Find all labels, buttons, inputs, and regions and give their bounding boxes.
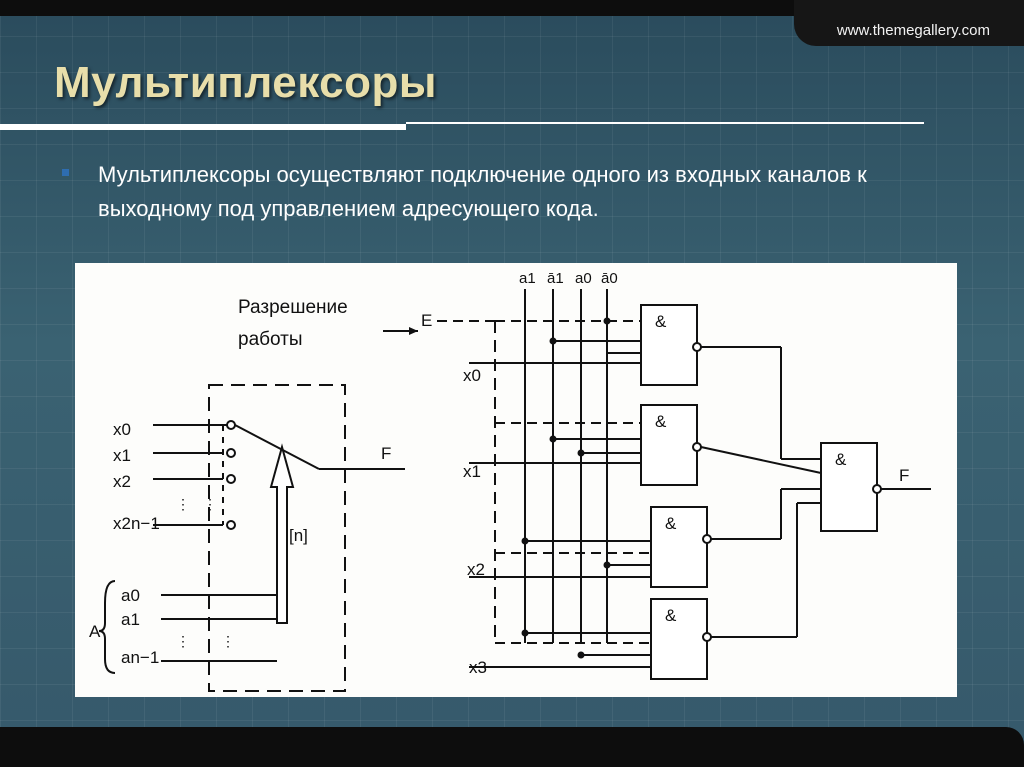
gate-3-symbol: & — [665, 514, 677, 533]
multiplexer-figure: Разрешение работы x0 x1 x2 x2n−1 ⋮ ⋮ — [75, 263, 957, 697]
address-dots-a: ⋮ — [176, 633, 190, 649]
address-an-1: an−1 — [121, 648, 159, 667]
gate-1-symbol: & — [655, 312, 667, 331]
enable-label-line2: работы — [238, 329, 303, 350]
left-dots-a: ⋮ — [176, 496, 190, 512]
gate-2-symbol: & — [655, 412, 667, 431]
right-input-x0: x0 — [463, 366, 481, 385]
bullet-text: Мультиплексоры осуществляют подключение … — [98, 162, 867, 221]
output-gate — [820, 442, 878, 532]
and-gate-2 — [640, 404, 698, 486]
dot — [577, 449, 585, 457]
enable-label-line1: Разрешение — [238, 297, 348, 318]
switch-contact-2 — [226, 474, 236, 484]
switch-lever — [234, 424, 320, 470]
gate-4-symbol: & — [665, 606, 677, 625]
output-gate-bubble — [872, 484, 882, 494]
dot — [521, 537, 529, 545]
left-dots-b: ⋮ — [203, 496, 217, 512]
dot — [577, 651, 585, 659]
title-underline — [0, 124, 406, 130]
switch-contact-1 — [226, 448, 236, 458]
header-tab — [794, 0, 1024, 46]
bullet-marker — [62, 169, 69, 176]
gate-1-output-bubble — [692, 342, 702, 352]
right-output-f: F — [899, 466, 909, 485]
right-input-x2: x2 — [467, 560, 485, 579]
website-label: www.themegallery.com — [836, 22, 990, 39]
bus-label-n: [n] — [289, 526, 308, 545]
top-bar — [0, 0, 1024, 16]
dot — [603, 561, 611, 569]
left-input-x2n-1: x2n−1 — [113, 514, 160, 533]
addr-a1: a1 — [519, 270, 536, 287]
address-a1: a1 — [121, 610, 140, 629]
dot — [603, 317, 611, 325]
address-group-a: A — [89, 622, 101, 641]
switch-contact-n — [226, 520, 236, 530]
switch-contact-0 — [226, 420, 236, 430]
control-arrow — [269, 443, 295, 624]
dot — [521, 629, 529, 637]
left-input-x0: x0 — [113, 420, 131, 439]
right-input-x3: x3 — [469, 658, 487, 677]
left-input-x2: x2 — [113, 472, 131, 491]
slide-title: Мультиплексоры — [54, 58, 437, 107]
mux-block-outline — [208, 384, 346, 692]
right-input-x1: x1 — [463, 462, 481, 481]
multiplexer-diagram: Разрешение работы x0 x1 x2 x2n−1 ⋮ ⋮ — [89, 270, 931, 692]
output-gate-symbol: & — [835, 450, 847, 469]
enable-arrow-head — [409, 327, 418, 335]
and-gate-3 — [650, 506, 708, 588]
title-rule — [406, 122, 924, 124]
dot — [549, 435, 557, 443]
route-g2 — [700, 446, 822, 474]
gate-2-output-bubble — [692, 442, 702, 452]
and-gate-4 — [650, 598, 708, 680]
left-input-x1: x1 — [113, 446, 131, 465]
address-a0: a0 — [121, 586, 140, 605]
and-gate-1 — [640, 304, 698, 386]
dot — [549, 337, 557, 345]
addr-not-a1: ā1 — [547, 270, 564, 287]
address-dots-b: ⋮ — [221, 633, 235, 649]
bottom-bar — [0, 727, 1024, 767]
gate-4-output-bubble — [702, 632, 712, 642]
left-output-f: F — [381, 444, 391, 463]
gate-3-output-bubble — [702, 534, 712, 544]
addr-a0: a0 — [575, 270, 592, 287]
addr-not-a0: ā0 — [601, 270, 618, 287]
enable-input-e: E — [421, 311, 432, 330]
address-brace — [98, 580, 116, 674]
